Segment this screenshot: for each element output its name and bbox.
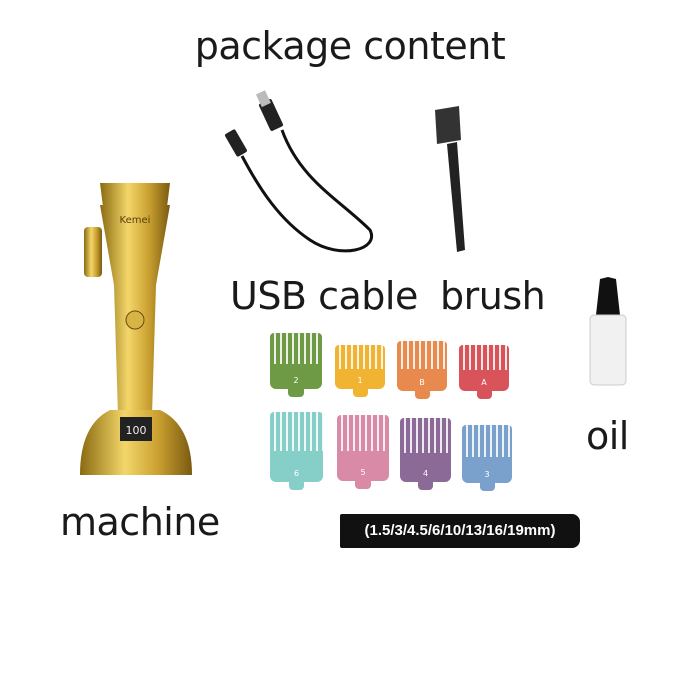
comb-tab [288, 385, 304, 397]
comb-tab [479, 479, 495, 491]
guide-comb-3: 3 [462, 425, 512, 491]
usb-cable-label: USB cable [230, 274, 418, 318]
comb-teeth [397, 341, 447, 369]
comb-number: 3 [484, 470, 490, 479]
brush-label: brush [440, 274, 546, 318]
comb-tab [417, 478, 434, 490]
guide-sizes-badge: (1.5/3/4.5/6/10/13/16/19mm) [340, 514, 580, 548]
page-title: package content [194, 24, 506, 68]
comb-number: 5 [360, 468, 366, 477]
comb-teeth [270, 412, 323, 451]
guide-comb-4: 4 [400, 418, 451, 490]
comb-teeth [335, 345, 385, 370]
guide-comb-B: B [397, 341, 447, 399]
comb-tab [476, 387, 492, 399]
comb-teeth [270, 333, 322, 364]
comb-number: B [419, 378, 425, 387]
comb-number: 1 [357, 376, 363, 385]
comb-tab [414, 387, 430, 399]
comb-teeth [462, 425, 512, 457]
comb-teeth [337, 415, 389, 452]
guide-comb-6: 6 [270, 412, 323, 490]
guide-comb-1: 1 [335, 345, 385, 397]
comb-number: A [481, 378, 487, 387]
guide-comb-2: 2 [270, 333, 322, 397]
comb-number: 6 [293, 469, 300, 478]
comb-tab [355, 477, 371, 489]
oil-bottle-icon [589, 277, 627, 386]
machine-label: machine [60, 500, 220, 544]
comb-number: 4 [422, 469, 429, 478]
guide-comb-A: A [459, 345, 509, 399]
oil-label: oil [586, 414, 629, 458]
hair-clipper-icon: 100 Kemei [80, 183, 192, 475]
comb-number: 2 [293, 376, 299, 385]
guide-comb-5: 5 [337, 415, 389, 489]
machine-display: 100 [126, 424, 147, 437]
comb-teeth [459, 345, 509, 371]
comb-teeth [400, 418, 451, 454]
usb-cable-icon [225, 90, 374, 253]
brush-icon [435, 106, 465, 252]
comb-tab [352, 385, 368, 397]
machine-brand-logo: Kemei [120, 215, 151, 226]
comb-tab [288, 478, 305, 490]
